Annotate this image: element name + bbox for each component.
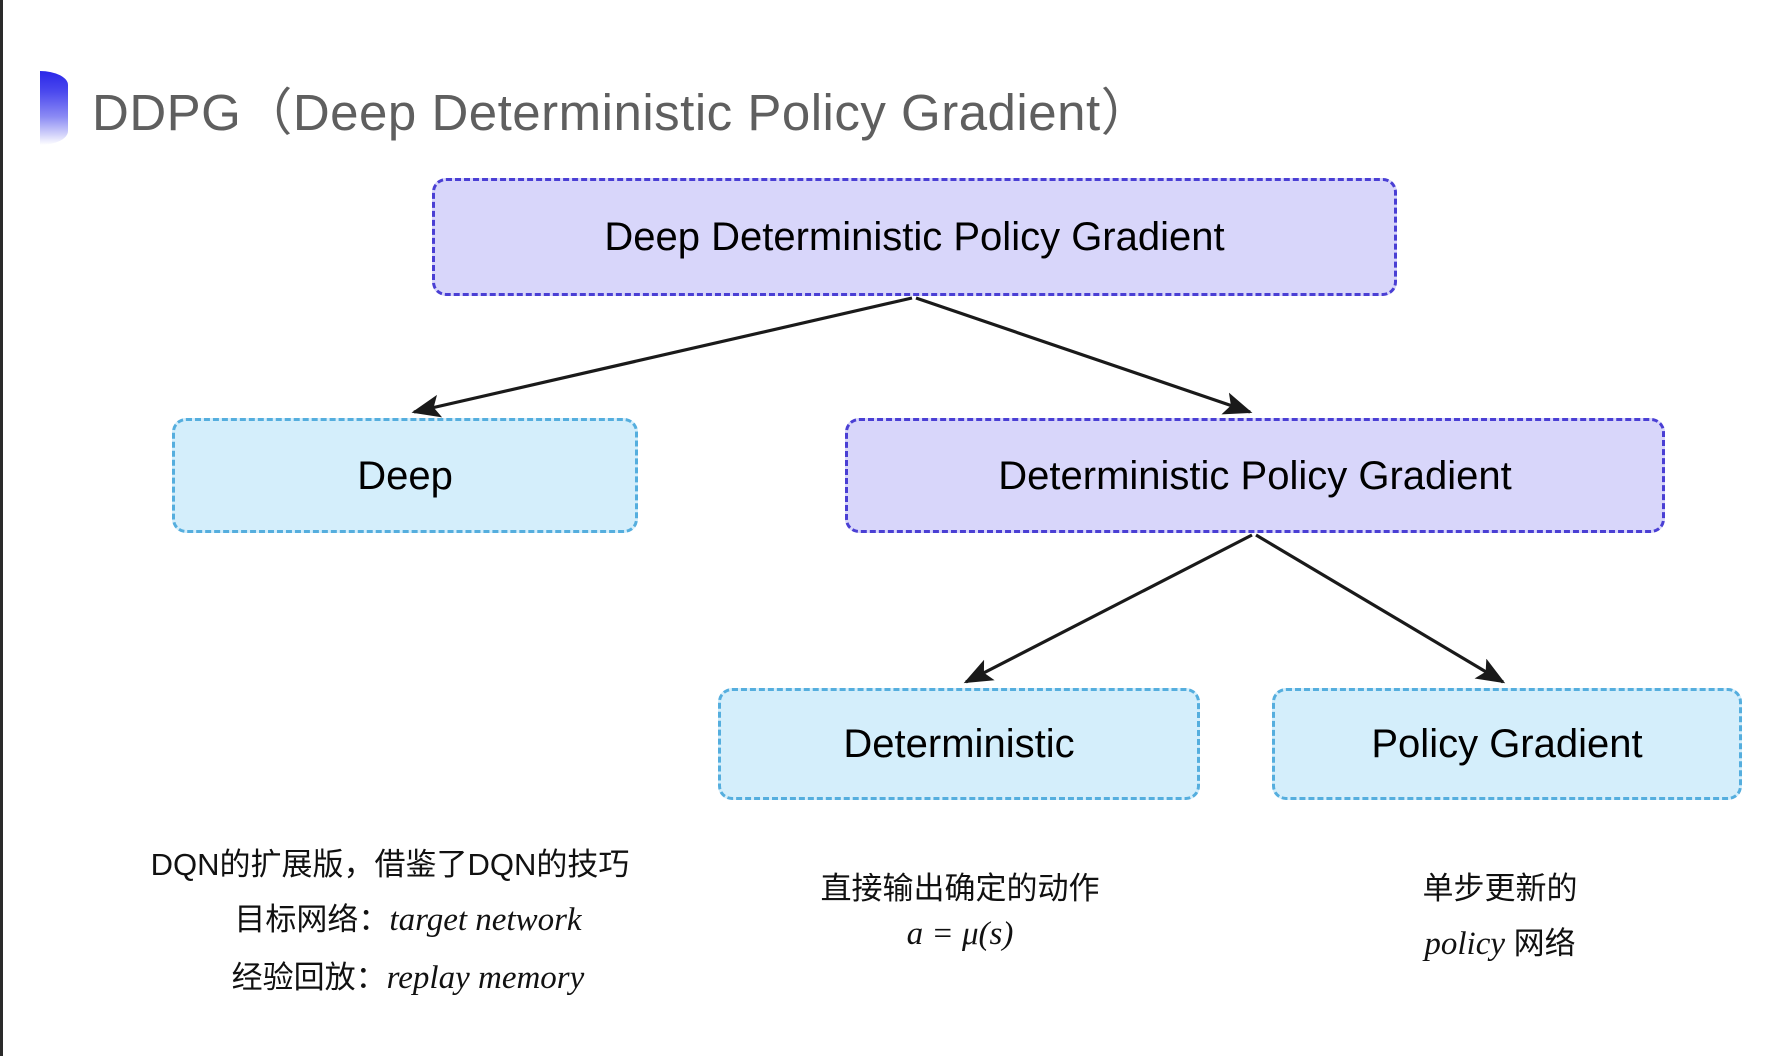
caption-deep-line3-label: 经验回放：: [231, 960, 387, 995]
caption-policy-gradient-suffix: 网络: [1505, 926, 1576, 962]
node-deep[interactable]: Deep: [172, 418, 638, 533]
caption-deep-line3-term: replay memory: [386, 960, 585, 996]
half-circle-gradient-bullet-icon: [40, 71, 68, 145]
caption-deterministic-formula: a = μ(s): [906, 916, 1014, 953]
node-deterministic[interactable]: Deterministic: [718, 688, 1200, 800]
node-policy-gradient[interactable]: Policy Gradient: [1272, 688, 1742, 800]
page-title-text: DDPG（Deep Deterministic Policy Gradient）: [92, 84, 1153, 141]
caption-policy-gradient-line1: 单步更新的: [1422, 871, 1578, 906]
caption-policy-gradient: 单步更新的 policy 网络: [1285, 862, 1715, 974]
node-deterministic-policy-gradient[interactable]: Deterministic Policy Gradient: [845, 418, 1665, 533]
edge-dpg-to-policy-gradient: [1255, 533, 1506, 684]
caption-deterministic-line1: 直接输出确定的动作: [820, 871, 1100, 906]
slide-left-edge-rule: [0, 0, 3, 1056]
caption-deep-line2-term: target network: [389, 902, 582, 939]
node-deep-deterministic-policy-gradient[interactable]: Deep Deterministic Policy Gradient: [432, 178, 1397, 296]
edge-dpg-to-deterministic: [963, 533, 1253, 684]
caption-deep-line2-label: 目标网络：: [234, 902, 390, 938]
caption-deep: DQN的扩展版，借鉴了DQN的技巧 目标网络：target network 经验…: [110, 838, 670, 1008]
caption-deterministic: 直接输出确定的动作 a = μ(s): [730, 862, 1190, 953]
edge-root-to-deep: [411, 296, 913, 418]
caption-policy-gradient-line2: policy 网络: [1285, 916, 1715, 974]
caption-deep-line2: 目标网络：target network: [110, 892, 670, 950]
caption-deep-line1: DQN的扩展版，借鉴了DQN的技巧: [150, 847, 630, 882]
caption-policy-gradient-term: policy: [1424, 926, 1505, 963]
caption-deep-line3: 经验回放：replay memory: [110, 950, 670, 1008]
edge-root-to-dpg: [915, 296, 1253, 415]
page-title: DDPG（Deep Deterministic Policy Gradient）: [40, 62, 1152, 154]
